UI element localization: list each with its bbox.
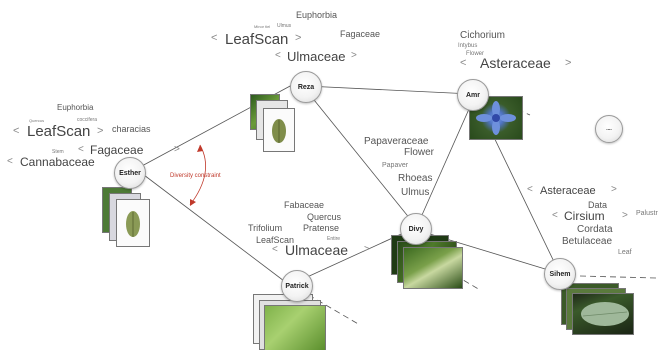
divy-tag-ulmus: Ulmus [401, 187, 430, 198]
amr-image-stack[interactable] [469, 96, 525, 142]
esther-chevron-right[interactable]: > [97, 125, 104, 137]
node-amr-label: Amr [465, 91, 480, 99]
esther-chevron-left-3[interactable]: < [7, 156, 13, 167]
sihem-image-stack[interactable] [561, 283, 634, 335]
reza-tag-euphorbia: Euphorbia [296, 10, 338, 20]
amr-tag-intybus: Intybus [458, 43, 478, 49]
reza-tag-leafscan: LeafScan [225, 31, 289, 48]
node-sihem[interactable]: Sihem [544, 258, 576, 290]
sihem-tag-asteraceae: Asteraceae [540, 185, 596, 197]
amr-tag-flower: Flower [466, 51, 485, 57]
sihem-tag-palustre: Palustr [636, 210, 658, 217]
node-amr[interactable]: Amr [457, 79, 489, 111]
sihem-chevron-left[interactable]: < [527, 184, 533, 195]
sihem-chevron-right-2[interactable]: > [622, 210, 628, 221]
patrick-image-stack[interactable] [253, 294, 327, 350]
edge-amr-divy [417, 99, 474, 225]
leaf-scan-icon [126, 211, 140, 237]
node-patrick[interactable]: Patrick [281, 270, 313, 302]
reza-chevron-right-2[interactable]: > [351, 50, 357, 61]
patrick-tag-fabaceae: Fabaceae [284, 200, 325, 210]
patrick-tag-quercus: Quercus [307, 212, 342, 222]
esther-chevron-left[interactable]: < [13, 125, 20, 137]
patrick-tag-leafscan: LeafScan [256, 235, 295, 245]
sihem-chevron-right[interactable]: > [611, 184, 617, 195]
diversity-arrow-top [197, 145, 203, 152]
reza-tag-minor: Minor tiel [254, 24, 271, 29]
esther-tag-stem: Stem [52, 149, 64, 155]
reza-chevron-right[interactable]: > [295, 32, 302, 44]
amr-chevron-right[interactable]: > [565, 57, 572, 69]
leaf-icon [581, 302, 629, 326]
esther-image-stack[interactable] [102, 187, 152, 247]
edge-reza-amr [305, 85, 473, 95]
node-reza-label: Reza [297, 83, 315, 91]
node-patrick-label: Patrick [285, 282, 309, 290]
sihem-tag-data: Data [588, 200, 608, 210]
patrick-chevron-left[interactable]: < [272, 244, 278, 255]
node-sihem-label: Sihem [549, 270, 571, 278]
esther-chevron-right-2[interactable]: > [174, 144, 180, 155]
edge-stub-sihem [579, 275, 657, 279]
diversity-arrow-bottom [190, 199, 196, 206]
sihem-tag-cordata: Cordata [577, 224, 613, 235]
edge-reza-divy [305, 89, 416, 226]
sihem-tag-leaf: Leaf [618, 249, 632, 256]
esther-tag-quercus: Quercus [29, 118, 45, 123]
esther-tag-coccifera: coccifera [77, 117, 98, 123]
divy-tag-papaveraceae: Papaveraceae [364, 136, 429, 147]
leaf-scan-icon [272, 119, 286, 143]
divy-tag-papaver: Papaver [382, 162, 409, 169]
node-orphan-label: .... [606, 126, 612, 132]
esther-tag-characias: characias [112, 124, 151, 134]
divy-tag-rhoeas: Rhoeas [398, 173, 433, 184]
esther-tag-fagaceae: Fagaceae [90, 143, 144, 157]
reza-chevron-left-2[interactable]: < [275, 50, 281, 61]
patrick-tag-pratense: Pratense [303, 223, 340, 233]
esther-tag-leafscan: LeafScan [27, 123, 91, 140]
esther-tag-cannabaceae: Cannabaceae [20, 155, 95, 169]
esther-chevron-left-2[interactable]: < [78, 144, 84, 155]
amr-tag-cichorium: Cichorium [460, 30, 506, 41]
edge-divy-patrick [293, 229, 411, 284]
node-divy[interactable]: Divy [400, 213, 432, 245]
node-esther-label: Esther [119, 169, 141, 177]
sihem-chevron-left-2[interactable]: < [552, 210, 558, 221]
flower-icon [476, 101, 516, 135]
node-orphan[interactable]: .... [595, 115, 623, 143]
node-divy-label: Divy [408, 225, 424, 233]
sihem-tag-betulaceae: Betulaceae [562, 236, 613, 247]
amr-tag-asteraceae: Asteraceae [480, 55, 551, 71]
node-reza[interactable]: Reza [290, 71, 322, 103]
reza-tag-ulmus: Ulmus [277, 23, 292, 29]
reza-image-stack[interactable] [250, 94, 306, 158]
divy-tag-flower: Flower [404, 147, 435, 158]
reza-tag-fagaceae: Fagaceae [340, 29, 381, 39]
sihem-tag-cirsium: Cirsium [564, 209, 605, 223]
patrick-chevron-right[interactable]: > [364, 244, 370, 255]
divy-image-stack[interactable] [391, 235, 463, 289]
patrick-tag-trifolium: Trifolium [248, 223, 283, 233]
diversity-constraint-label: Diversity constraint [170, 173, 221, 179]
esther-tag-euphorbia: Euphorbia [57, 103, 94, 112]
amr-chevron-left[interactable]: < [460, 57, 467, 69]
reza-tag-ulmaceae: Ulmaceae [287, 49, 346, 64]
node-esther[interactable]: Esther [114, 157, 146, 189]
patrick-tag-ulmaceae: Ulmaceae [285, 242, 349, 258]
reza-chevron-left[interactable]: < [211, 32, 218, 44]
patrick-tag-entire: Entire [327, 236, 341, 242]
edge-esther-patrick [139, 171, 293, 288]
